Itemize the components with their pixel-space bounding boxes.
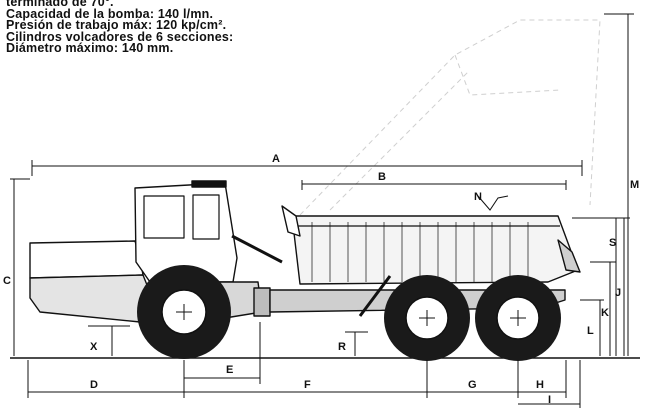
articulation-joint [253,287,271,317]
dump-body [291,215,579,285]
dimension-lines [10,13,634,408]
dim-label-s: S [609,237,616,249]
dim-label-k: K [601,307,609,319]
rear-wheel-1 [384,275,470,361]
spec-line-dump-cylinders: Cilindros volcadores de 6 secciones: [6,29,234,44]
front-wheel [137,265,231,359]
spec-line-max-diameter: Diámetro máximo: 140 mm. [6,41,174,56]
dim-label-x: X [90,341,98,353]
engine-hood [29,240,144,279]
front-canopy [281,205,301,237]
hoist-cylinder [358,275,392,317]
dim-label-j: J [615,287,621,299]
dimension-labels: A B C D E F G H I J K L M N R S X [3,153,639,406]
front-lower-body [29,274,156,323]
spec-line-max-pressure: Presión de trabajo máx: 120 kp/cm². [6,18,227,33]
dim-label-l: L [587,325,594,337]
tailgate [557,239,581,273]
dim-label-r: R [338,341,346,353]
dim-label-f: F [304,379,311,391]
dim-label-b: B [378,171,386,183]
dim-label-c: C [3,275,11,287]
dim-label-d: D [90,379,98,391]
dim-label-e: E [226,364,233,376]
dim-label-a: A [272,153,280,165]
dim-label-h: H [536,379,544,391]
specifications-text: terminado de 70°. Capacidad de la bomba:… [6,0,233,55]
dim-label-i: I [548,394,551,406]
dim-label-n: N [474,191,482,203]
spec-line-dump-angle: terminado de 70°. [6,0,114,9]
cab-roof-light [191,180,227,188]
dump-body-ribs [311,222,529,282]
dim-label-g: G [468,379,477,391]
cab-window-left [143,195,185,239]
steering-ram [231,234,283,264]
dim-label-m: M [630,179,639,191]
spec-line-pump-capacity: Capacidad de la bomba: 140 l/mn. [6,6,214,21]
cab-window-right [192,194,220,240]
raised-body-outline [299,19,601,216]
rear-wheel-2 [475,275,561,361]
